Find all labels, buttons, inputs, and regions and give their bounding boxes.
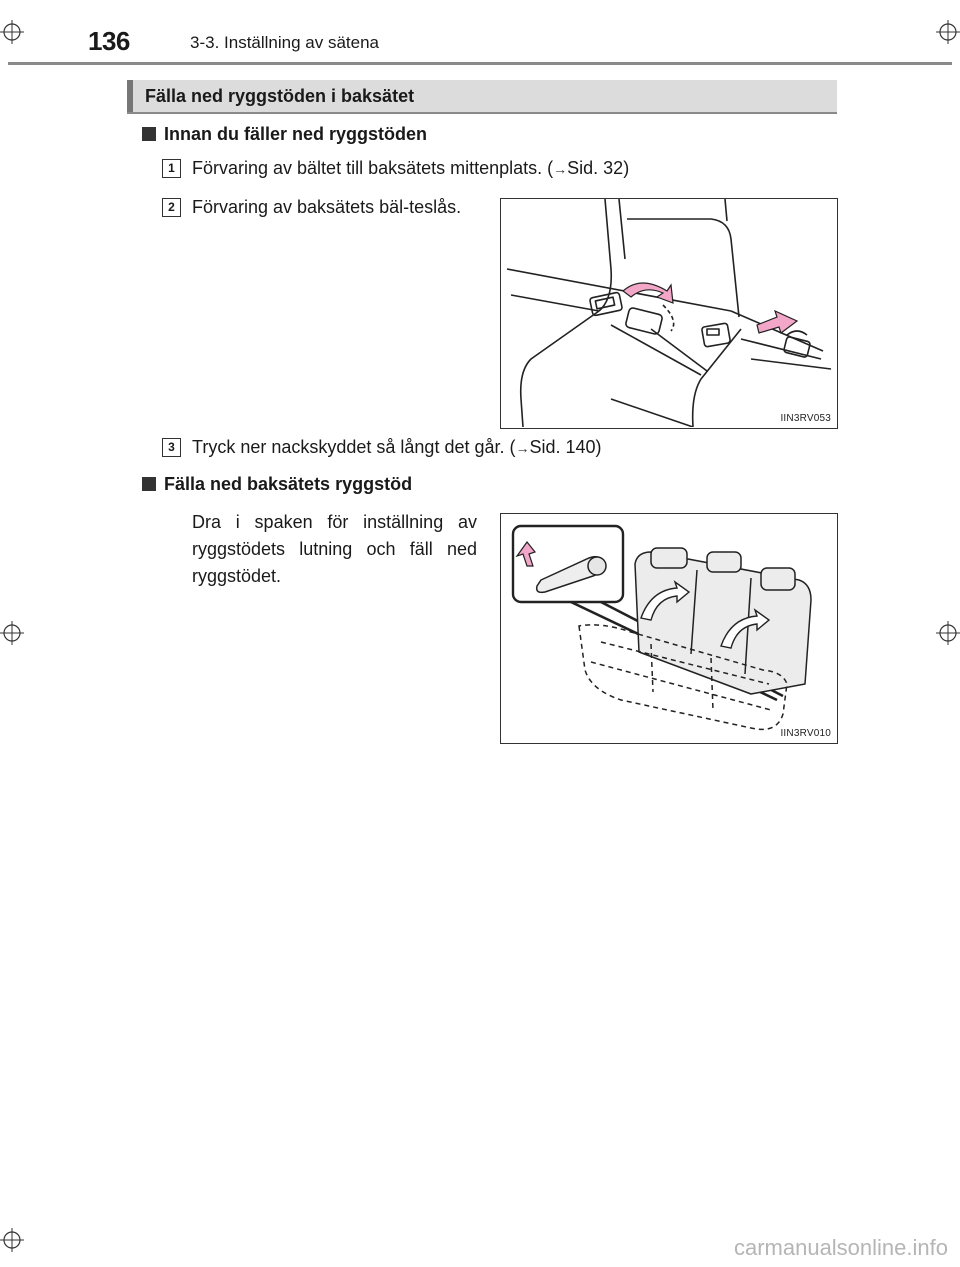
step-2-text: Förvaring av baksätets bäl-teslås. [192,197,462,217]
page-number: 136 [88,26,130,56]
registration-mark-icon [936,621,960,645]
step-3-text: Tryck ner nackskyddet så långt det går. … [192,437,602,457]
fold-down-instructions: Dra i spaken för inställning av ryggstöd… [192,512,477,586]
right-arrow-icon: → [553,161,568,177]
step-number-3: 3 [162,438,181,457]
sub-heading-fold-down: Fälla ned baksätets ryggstöd [142,474,412,495]
fold-arrow-icon [640,580,691,621]
section-accent [127,80,133,112]
sub-heading-text: Innan du fäller ned ryggstöden [164,124,428,144]
watermark: carmanualsonline.info [733,1235,948,1260]
section-title: Fälla ned ryggstöden i baksätet [145,86,415,106]
page-reference[interactable]: Sid. 140) [529,437,602,457]
registration-mark-icon [936,20,960,44]
section-title-bar: Fälla ned ryggstöden i baksätet [127,80,837,112]
slide-arrow-icon [756,309,799,334]
page-reference[interactable]: Sid. 32) [567,158,630,178]
step-number-1: 1 [162,159,181,178]
square-bullet-icon [142,127,156,141]
registration-mark-icon [0,621,24,645]
right-arrow-icon: → [515,440,530,456]
sub-heading-before-folding: Innan du fäller ned ryggstöden [142,124,427,145]
registration-mark-icon [0,1228,24,1252]
step-number-2: 2 [162,198,181,217]
figure-seatbelt-buckles: IIN3RV053 [500,198,838,429]
figure-code: IIN3RV053 [780,413,831,424]
section-underline [127,112,837,114]
registration-mark-icon [0,20,24,44]
figure-fold-seatback: IIN3RV010 [500,513,838,744]
pull-up-arrow-icon [515,541,537,567]
chapter-title: 3-3. Inställning av sätena [190,33,380,52]
header-rule [8,62,952,65]
fold-arrow-icon [720,608,771,649]
seat-fold-illustration [511,524,812,731]
step-1-text: Förvaring av bältet till baksätets mitte… [192,158,630,178]
rotate-arrow-icon [622,282,674,304]
seatbelt-buckle-illustration [506,199,832,428]
square-bullet-icon [142,477,156,491]
sub-heading-text: Fälla ned baksätets ryggstöd [164,474,413,494]
figure-code: IIN3RV010 [780,728,831,739]
